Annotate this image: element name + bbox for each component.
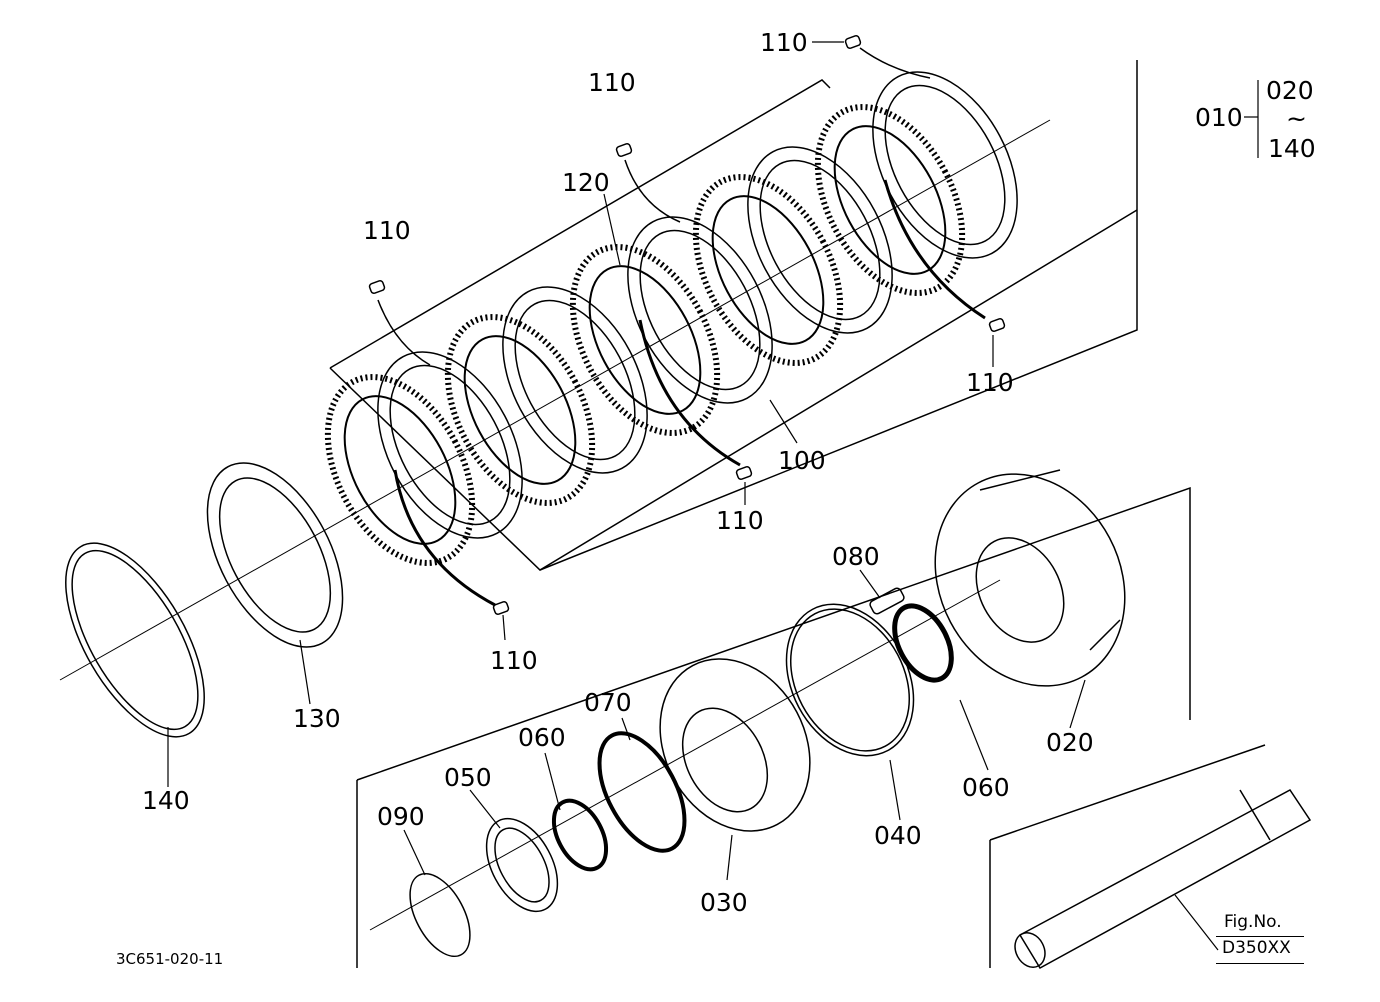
callout-110: 110	[490, 646, 538, 675]
callout-range-tilde: ~	[1286, 104, 1307, 133]
o-ring-060-left	[551, 798, 609, 872]
lower-axis	[369, 579, 1001, 931]
callout-040: 040	[874, 821, 922, 850]
callout-090: 090	[377, 802, 425, 831]
callout-110: 110	[716, 506, 764, 535]
pressure-plate-130	[206, 462, 344, 648]
figure-label: Fig.No.	[1224, 912, 1282, 932]
shaft-frame	[989, 744, 1266, 968]
callout-060: 060	[962, 773, 1010, 802]
o-ring-070	[597, 731, 687, 853]
piston-030	[659, 658, 811, 832]
callout-070: 070	[584, 688, 632, 717]
clutch-drum-020	[934, 469, 1126, 687]
figure-number: D350XX	[1222, 938, 1291, 958]
callout-140: 140	[142, 786, 190, 815]
seal-ring-040	[785, 603, 915, 757]
clutch-pack-frame	[329, 60, 1138, 571]
callout-050: 050	[444, 763, 492, 792]
callout-080: 080	[832, 542, 880, 571]
callout-110: 110	[760, 28, 808, 57]
spring-080	[869, 587, 905, 615]
snap-ring-140	[65, 542, 205, 738]
drawing-code: 3C651-020-11	[116, 950, 224, 968]
center-axis	[59, 119, 1051, 681]
outer-frame	[356, 486, 1191, 968]
callout-range-top: 020	[1266, 76, 1314, 105]
steel-plates-100	[377, 71, 1018, 539]
callout-030: 030	[700, 888, 748, 917]
callout-range-bottom: 140	[1268, 134, 1316, 163]
callout-110: 110	[363, 216, 411, 245]
callout-020: 020	[1046, 728, 1094, 757]
shaft	[1014, 789, 1312, 970]
callout-120: 120	[562, 168, 610, 197]
callout-060: 060	[518, 723, 566, 752]
seal-050	[485, 817, 559, 913]
callout-110: 110	[966, 368, 1014, 397]
friction-discs-120	[324, 104, 966, 566]
callout-110: 110	[588, 68, 636, 97]
figure-number-box	[1216, 936, 1304, 964]
callout-100: 100	[778, 446, 826, 475]
spring-pins-110	[368, 35, 1006, 615]
snap-ring-090	[409, 872, 471, 958]
callout-010: 010	[1195, 103, 1243, 132]
callout-130: 130	[293, 704, 341, 733]
leader-lines	[167, 41, 1259, 951]
